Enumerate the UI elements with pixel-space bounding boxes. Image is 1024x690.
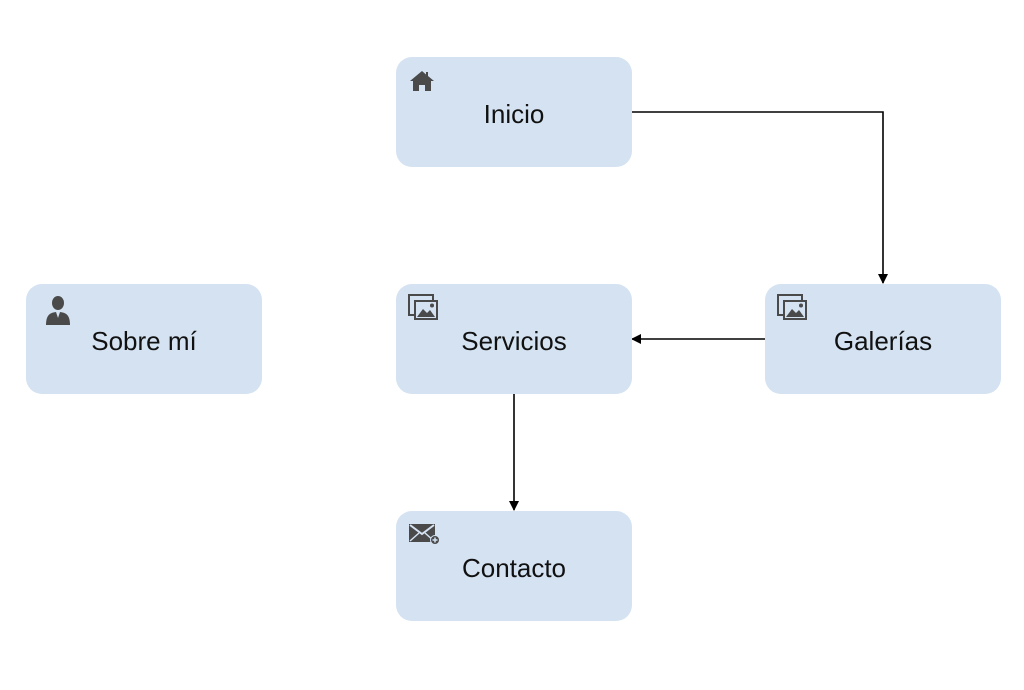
- node-label: Galerías: [833, 326, 933, 356]
- node-label: Inicio: [483, 99, 545, 129]
- images-icon: [777, 294, 811, 326]
- node-label: Servicios: [461, 326, 567, 356]
- images-icon: [408, 294, 442, 326]
- user-icon: [44, 294, 78, 326]
- edge-inicio-to-galerias: [632, 111, 888, 284]
- home-icon: [408, 67, 442, 99]
- mail-icon: [408, 521, 442, 553]
- node-servicios[interactable]: Servicios: [396, 284, 632, 394]
- node-label: Sobre mí: [91, 326, 197, 356]
- node-inicio[interactable]: Inicio: [396, 57, 632, 167]
- node-contacto[interactable]: Contacto: [396, 511, 632, 621]
- node-sobre-mi[interactable]: Sobre mí: [26, 284, 262, 394]
- node-galerias[interactable]: Galerías: [765, 284, 1001, 394]
- node-label: Contacto: [461, 553, 567, 583]
